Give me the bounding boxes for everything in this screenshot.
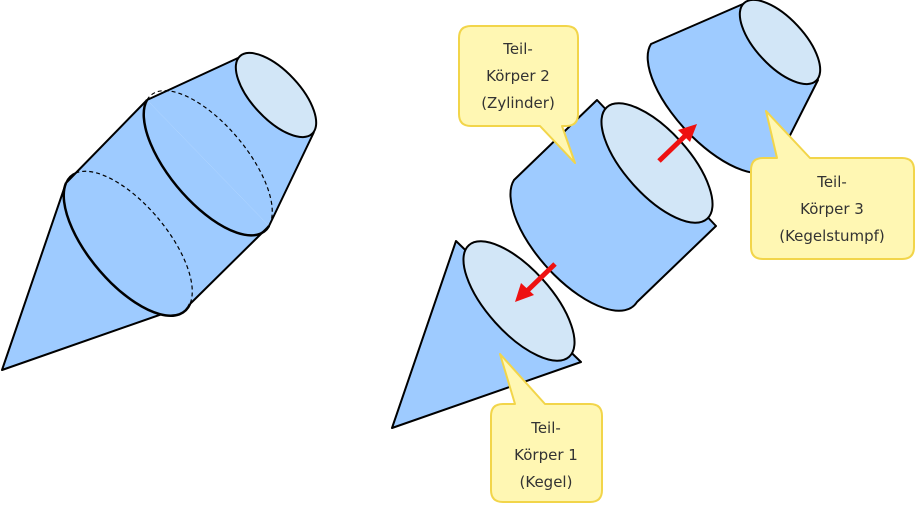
combined-seam-hidden-1 [65,170,193,305]
callout-kegel-line2: Körper 1 [514,446,578,464]
callout-kegelstumpf-line1: Teil- [816,173,847,191]
callout-kegelstumpf-line2: Körper 3 [800,200,864,218]
callout-kegelstumpf: Teil- Körper 3 (Kegelstumpf) [750,110,915,260]
frustum-top-face [738,0,822,86]
cylinder-body [509,99,717,312]
callout-kegelstumpf-bubble [750,110,915,260]
combined-seam-front-2 [142,99,271,237]
callout-kegel-bubble [490,353,603,503]
callout-kegelstumpf-line3: (Kegelstumpf) [779,227,885,245]
arrow-to-frustum-head [678,124,697,142]
callout-zylinder-bubble [458,25,579,164]
arrow-to-cone-head [515,283,534,302]
callout-kegel: Teil- Körper 1 (Kegel) [490,353,603,503]
combined-seam-front-1 [62,182,192,317]
combined-top-face [234,51,318,139]
cone-part [391,240,582,429]
arrow-to-frustum-shaft [657,133,688,163]
callout-zylinder-line1: Teil- [502,40,533,58]
cone-base-face [462,240,576,362]
combined-seam-hidden-2 [146,90,273,227]
combined-solid [1,51,318,371]
callout-zylinder-line2: Körper 2 [486,67,550,85]
arrow-to-cone-shaft [525,262,557,293]
cylinder-part [509,99,717,312]
callout-zylinder-line3: (Zylinder) [481,94,555,112]
explode-arrows [515,124,697,302]
combined-cylinder-silhouette [63,100,269,316]
callout-kegel-line3: (Kegel) [520,473,573,491]
callout-kegel-line1: Teil- [530,419,561,437]
callout-zylinder: Teil- Körper 2 (Zylinder) [458,25,579,164]
